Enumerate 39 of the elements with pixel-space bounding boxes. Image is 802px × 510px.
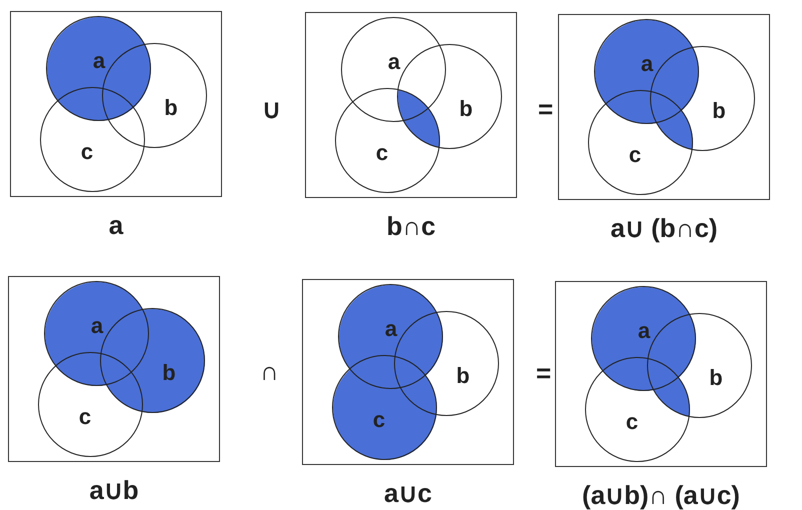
venn-circle — [338, 284, 443, 389]
venn-circle — [588, 90, 693, 195]
venn-circle — [341, 17, 446, 122]
set-label: a — [92, 50, 106, 72]
set-label: c — [628, 144, 642, 166]
set-label: a — [638, 320, 650, 342]
set-label: c — [78, 406, 92, 428]
set-expression-caption: b∩c — [386, 213, 436, 239]
set-label: c — [372, 409, 386, 431]
venn-circle — [40, 87, 145, 192]
operator-symbol: = — [536, 360, 552, 386]
set-expression-caption: a∪b — [89, 477, 139, 503]
operator-symbol: = — [538, 96, 554, 122]
venn-circle — [335, 88, 440, 193]
set-expression-caption: (a∪b)∩ (a∪c) — [582, 482, 740, 508]
set-label: c — [626, 411, 638, 433]
set-expression-caption: a — [108, 212, 124, 238]
operator-symbol: ∩ — [260, 358, 279, 384]
set-expression-caption: a∪c — [384, 480, 432, 506]
venn-circle — [585, 357, 690, 462]
set-label: a — [384, 318, 398, 340]
venn-circle — [332, 355, 437, 460]
set-label: b — [712, 100, 726, 122]
operator-symbol: ∪ — [262, 96, 281, 122]
venn-circle — [38, 352, 143, 457]
set-label: b — [164, 97, 178, 119]
set-label: b — [459, 98, 473, 120]
venn-circle — [591, 286, 696, 391]
set-label: a — [90, 315, 104, 337]
set-label: a — [640, 53, 654, 75]
set-label: b — [456, 365, 470, 387]
set-expression-caption: a∪ (b∩c) — [610, 215, 718, 241]
venn-circle — [594, 19, 699, 124]
set-label: c — [376, 142, 388, 164]
set-label: b — [709, 367, 723, 389]
venn-circle — [44, 281, 149, 386]
set-label: c — [80, 141, 94, 163]
set-label: b — [162, 362, 176, 384]
set-label: a — [388, 51, 400, 73]
